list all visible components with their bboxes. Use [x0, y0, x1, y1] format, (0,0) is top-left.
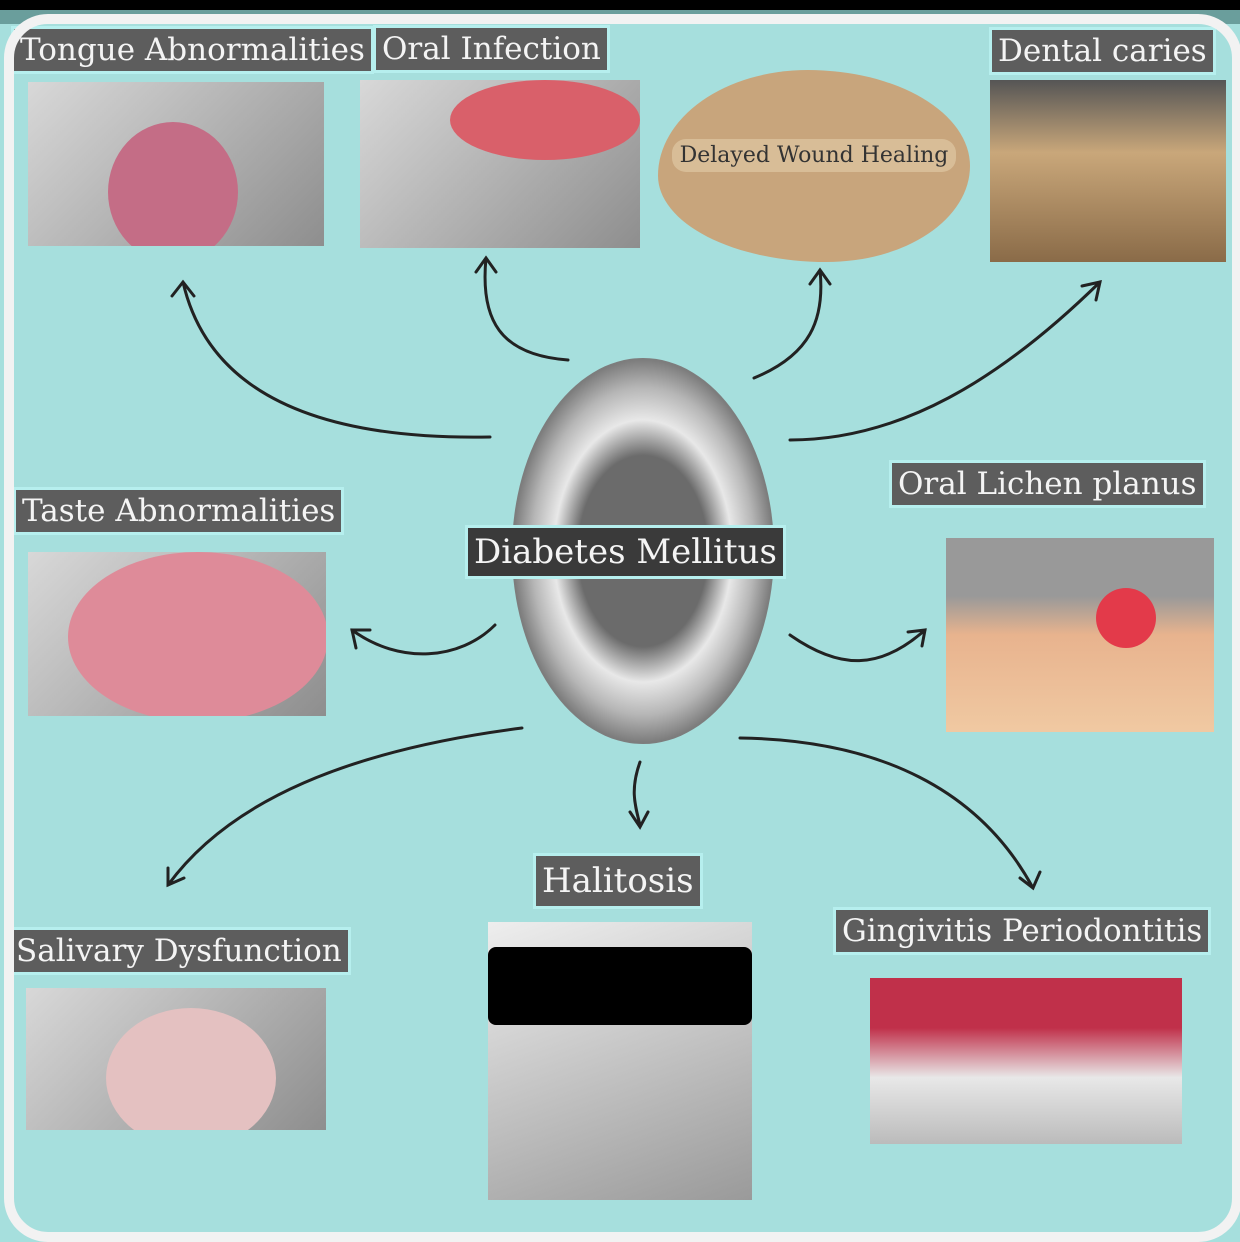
label-taste-abnormalities: Taste Abnormalities	[16, 490, 342, 532]
dental-caries-photo	[990, 80, 1226, 262]
label-delayed-wound-healing: Delayed Wound Healing	[658, 139, 970, 172]
label-salivary-dysfunction: Salivary Dysfunction	[10, 930, 348, 972]
salivary-photo	[26, 988, 326, 1130]
label-gingivitis-periodontitis: Gingivitis Periodontitis	[836, 910, 1209, 952]
censor-bar	[488, 947, 752, 1025]
center-title: Diabetes Mellitus	[468, 528, 783, 576]
oral-infection-photo	[360, 80, 640, 248]
label-oral-lichen-planus: Oral Lichen planus	[892, 463, 1203, 505]
label-halitosis: Halitosis	[536, 856, 700, 906]
label-oral-infection: Oral Infection	[376, 28, 607, 70]
oral-lichen-photo	[946, 538, 1214, 732]
arrow-wound	[752, 267, 832, 380]
arrow-salivary	[166, 726, 524, 888]
top-bar	[0, 0, 1240, 10]
taste-photo	[28, 552, 326, 716]
wound-label-text: Delayed Wound Healing	[671, 139, 957, 172]
gingivitis-photo	[870, 978, 1182, 1144]
arrow-caries	[788, 280, 1102, 442]
tongue-photo	[28, 82, 324, 246]
arrow-lichen	[788, 628, 927, 663]
arrow-oral-infection	[474, 255, 570, 362]
label-tongue-abnormalities: Tongue Abnormalities	[14, 29, 371, 71]
label-dental-caries: Dental caries	[992, 30, 1213, 72]
arrow-tongue	[170, 279, 492, 439]
arrow-taste	[350, 623, 497, 656]
arrow-halitosis	[628, 760, 650, 830]
arrow-gingivitis	[738, 736, 1042, 891]
